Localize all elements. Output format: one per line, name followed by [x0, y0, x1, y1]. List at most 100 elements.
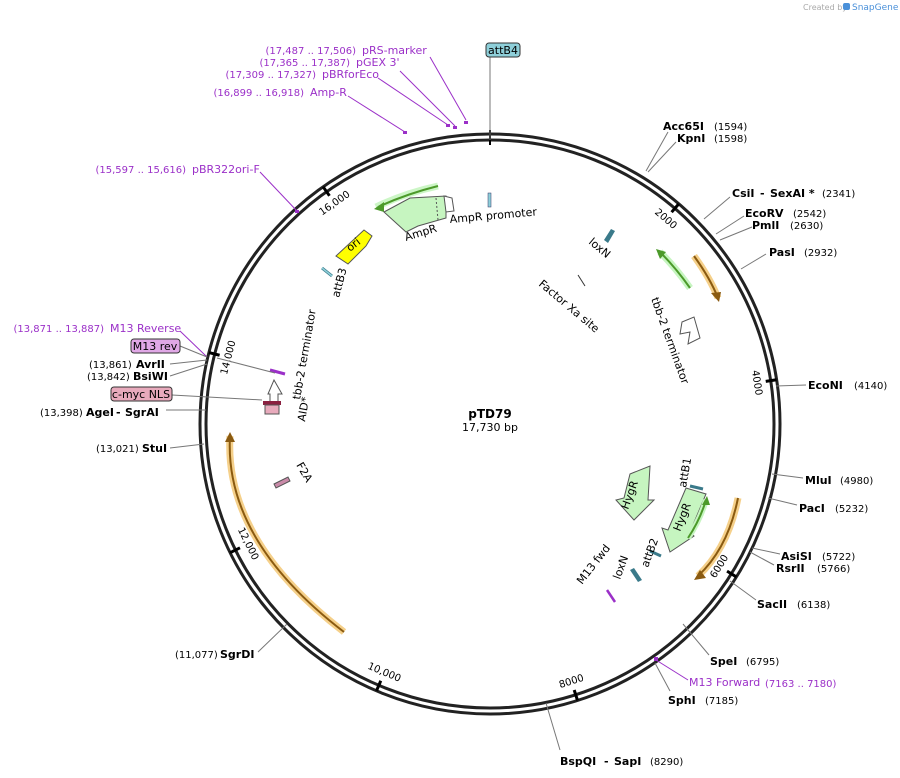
hygr1-feature[interactable]: HygR — [615, 465, 656, 521]
svg-text:RsrII: RsrII — [776, 562, 805, 575]
credit-brand: SnapGene — [852, 3, 899, 13]
svg-text:SphI: SphI — [668, 694, 696, 707]
svg-text:attB3: attB3 — [329, 267, 349, 299]
primer-pbrforeco[interactable]: (17,309 .. 17,327) pBRforEco — [226, 68, 451, 127]
svg-text:MluI: MluI — [805, 474, 832, 487]
svg-text:(15,597 .. 15,616): (15,597 .. 15,616) — [96, 165, 187, 176]
attb1-feature[interactable]: attB1 — [676, 457, 704, 491]
enzyme-sacii[interactable]: SacII (6138) — [729, 580, 830, 611]
svg-text:attB1: attB1 — [676, 457, 694, 489]
enzyme-stui[interactable]: (13,021) StuI — [96, 442, 205, 455]
enzyme-spei[interactable]: SpeI (6795) — [682, 623, 779, 668]
tick-mark — [670, 202, 680, 214]
svg-text:AsiSI: AsiSI — [781, 550, 812, 563]
svg-text:(4980): (4980) — [840, 476, 873, 487]
loxn-top-feature[interactable]: loxN — [586, 229, 615, 261]
svg-text:(5722): (5722) — [822, 552, 855, 563]
ampr-feature[interactable]: AmpR — [374, 182, 455, 244]
left-orf[interactable] — [225, 432, 347, 635]
svg-text:SexAI *: SexAI * — [770, 187, 815, 200]
enzyme-sgrdi[interactable]: (11,077) SgrDI — [175, 623, 288, 661]
svg-text:(7185): (7185) — [705, 696, 738, 707]
enzyme-econi[interactable]: EcoNI (4140) — [775, 379, 887, 392]
svg-text:c-myc NLS: c-myc NLS — [112, 388, 170, 401]
primer-m13-forward[interactable]: M13 Forward (7163 .. 7180) — [654, 657, 837, 690]
svg-text:(6795): (6795) — [746, 657, 779, 668]
m13-fwd-feature[interactable]: M13 fwd — [574, 542, 617, 603]
tick-mark — [572, 689, 579, 701]
enzyme-bspqi-sapi[interactable]: BspQI - SapI (8290) — [545, 702, 683, 768]
attb2-feature[interactable]: attB2 — [639, 536, 662, 569]
enzyme-agei-sgrai[interactable]: (13,398) AgeI - SgrAI — [40, 406, 206, 419]
enzyme-paci[interactable]: PacI (5232) — [767, 497, 868, 515]
f2a-feature[interactable]: F2A — [273, 460, 315, 489]
svg-text:EcoNI: EcoNI — [808, 379, 843, 392]
svg-text:(13,021): (13,021) — [96, 444, 139, 455]
svg-text:(6138): (6138) — [797, 600, 830, 611]
tbb2-left-feature[interactable]: tbb-2 terminator — [267, 308, 319, 405]
tick-label: 14,000 — [219, 339, 238, 376]
enzyme-kpni[interactable]: KpnI (1598) — [647, 132, 747, 173]
svg-text:(13,861): (13,861) — [89, 360, 132, 371]
tick-label: 4000 — [749, 369, 764, 396]
attb3-feature[interactable]: attB3 — [321, 267, 350, 299]
svg-text:Acc65I: Acc65I — [663, 120, 704, 133]
svg-text:PacI: PacI — [799, 502, 825, 515]
svg-text:SgrDI: SgrDI — [220, 648, 254, 661]
right-bottom-orf[interactable] — [694, 497, 742, 580]
loxn-bottom-feature[interactable]: loxN — [611, 554, 642, 582]
enzyme-sphi[interactable]: SphI (7185) — [654, 662, 738, 707]
svg-text:(13,871 .. 13,887): (13,871 .. 13,887) — [14, 324, 105, 335]
svg-text:attB4: attB4 — [488, 44, 518, 57]
svg-text:(17,487 .. 17,506): (17,487 .. 17,506) — [266, 46, 357, 57]
svg-text:pRS-marker: pRS-marker — [362, 44, 427, 57]
svg-text:M13 rev: M13 rev — [133, 340, 178, 353]
svg-text:PasI: PasI — [769, 246, 795, 259]
svg-text:SapI: SapI — [614, 755, 641, 768]
primer-amp-r[interactable]: (16,899 .. 16,918) Amp-R — [214, 86, 408, 134]
c-myc-nls-feature[interactable] — [263, 401, 281, 415]
svg-text:Factor Xa site: Factor Xa site — [536, 277, 602, 335]
ori-feature[interactable]: ori — [335, 229, 373, 265]
primer-pgex3[interactable]: (17,365 .. 17,387) pGEX 3' — [260, 56, 458, 129]
svg-text:(17,365 .. 17,387): (17,365 .. 17,387) — [260, 58, 351, 69]
svg-text:(4140): (4140) — [854, 381, 887, 392]
svg-text:(8290): (8290) — [650, 757, 683, 768]
enzyme-asisi[interactable]: AsiSI (5722) — [751, 547, 855, 563]
enzyme-mlui[interactable]: MluI (4980) — [771, 473, 873, 487]
svg-text:SacII: SacII — [757, 598, 787, 611]
plasmid-name: pTD79 — [468, 407, 511, 421]
enzyme-rsrii[interactable]: RsrII (5766) — [749, 551, 850, 575]
svg-text:tbb-2 terminator: tbb-2 terminator — [290, 308, 319, 401]
svg-text:KpnI: KpnI — [677, 132, 705, 145]
enzyme-bsiwi[interactable]: (13,842) BsiWI — [87, 363, 208, 383]
primer-pbr322ori-f[interactable]: (15,597 .. 15,616) pBR322ori-F — [96, 163, 300, 213]
enzyme-ecorv[interactable]: EcoRV (2542) — [715, 207, 826, 235]
right-top-orf[interactable] — [656, 249, 722, 302]
c-myc-nls-label[interactable]: c-myc NLS — [110, 386, 263, 402]
svg-text:BspQI: BspQI — [560, 755, 596, 768]
svg-text:(1598): (1598) — [714, 134, 747, 145]
primer-prs-marker[interactable]: (17,487 .. 17,506) pRS-marker — [266, 44, 469, 124]
svg-text:(13,842): (13,842) — [87, 372, 130, 383]
svg-text:(5232): (5232) — [835, 504, 868, 515]
svg-text:AgeI: AgeI — [86, 406, 114, 419]
svg-text:-: - — [760, 187, 765, 200]
enzyme-avrii[interactable]: (13,861) AvrII — [89, 358, 208, 371]
left-magenta-marker — [216, 357, 286, 376]
m13-rev-label[interactable]: M13 rev — [130, 338, 208, 358]
svg-text:(13,398): (13,398) — [40, 408, 83, 419]
tbb2-right-feature[interactable]: tbb-2 terminator — [648, 296, 701, 387]
tick-mark — [321, 185, 331, 197]
attb4-label[interactable]: attB4 — [485, 42, 521, 140]
enzyme-pmli[interactable]: PmlI (2630) — [719, 219, 823, 241]
svg-text:(2932): (2932) — [804, 248, 837, 259]
enzyme-acc65i[interactable]: Acc65I (1594) — [645, 120, 747, 172]
enzyme-pasi[interactable]: PasI (2932) — [740, 246, 837, 270]
plasmid-size: 17,730 bp — [462, 421, 518, 434]
attb4-feature[interactable] — [487, 192, 492, 208]
enzyme-csii-sexai[interactable]: CsiI - SexAI * (2341) — [703, 187, 855, 220]
ampr-promoter-label: AmpR promoter — [449, 205, 538, 226]
factor-xa-feature[interactable]: Factor Xa site — [536, 274, 602, 336]
primer-m13-reverse[interactable]: (13,871 .. 13,887) M13 Reverse — [14, 322, 208, 358]
